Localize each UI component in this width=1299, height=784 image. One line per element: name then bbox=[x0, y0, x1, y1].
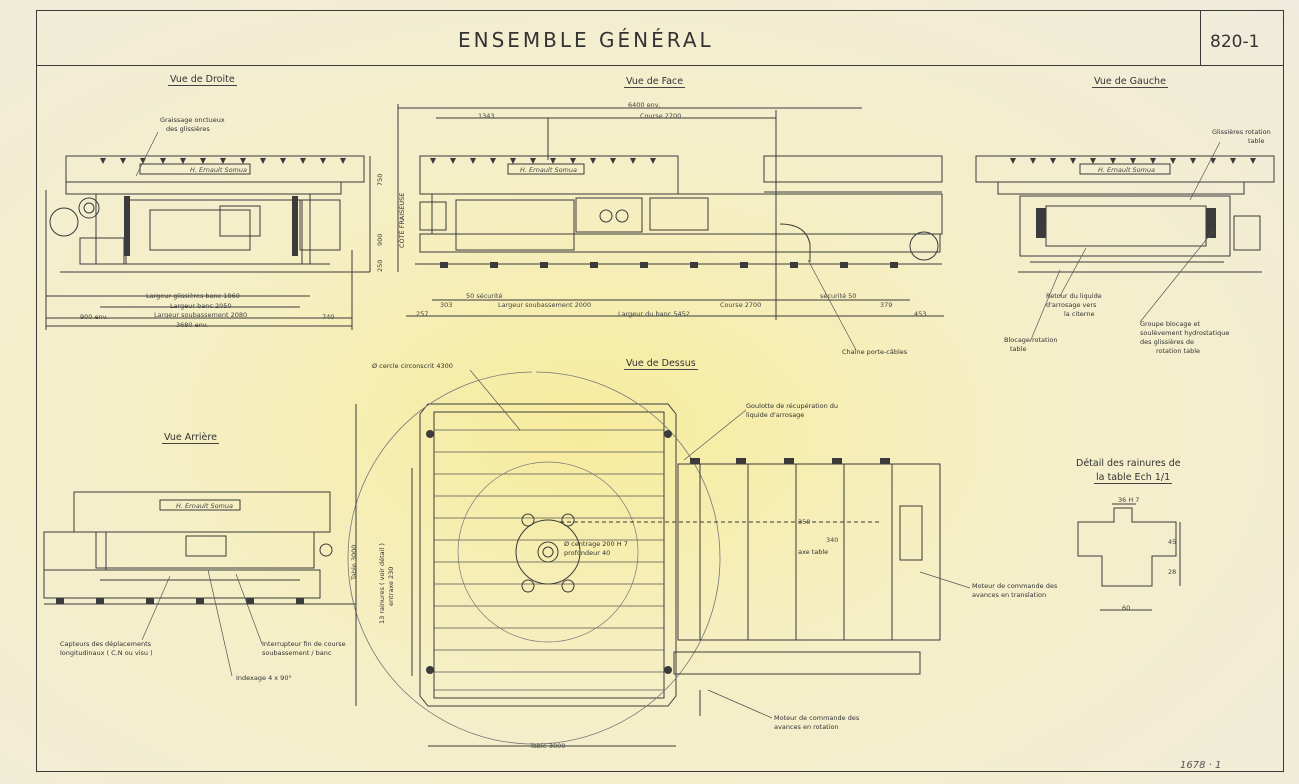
dim-3680: 3680 env. bbox=[176, 321, 209, 329]
title-bar bbox=[36, 10, 1284, 66]
dim-303: 303 bbox=[440, 301, 453, 309]
dim-largeur-soubassement-front: Largeur soubassement 2000 bbox=[498, 301, 592, 309]
note-interrupteur-line-1: Interrupteur fin de course bbox=[262, 640, 346, 648]
view-title-detail-2: la table Ech 1/1 bbox=[1094, 472, 1173, 484]
note-centrage: Ø centrage 200 H 7 profondeur 40 bbox=[564, 540, 628, 558]
dim-900-h: 900 bbox=[376, 233, 384, 246]
dim-largeur-banc: Largeur banc 2050 bbox=[170, 302, 232, 310]
note-graissage: Graissage onctueux des glissières bbox=[160, 116, 225, 134]
dim-740: 740 bbox=[322, 313, 335, 321]
note-capteurs: Capteurs des déplacements longitudinaux … bbox=[60, 640, 153, 658]
dim-course-top: Course 2700 bbox=[640, 112, 682, 120]
note-groupe-line-2: soulèvement hydrostatique bbox=[1140, 329, 1230, 337]
note-rainures: 13 rainures ( voir détail ) entraxe 230 bbox=[378, 543, 396, 624]
nameplate-left: H. Ernault Somua bbox=[1098, 166, 1155, 174]
note-groupe-line-1: Groupe blocage et bbox=[1140, 320, 1201, 328]
note-moteur-rotation-line-2: avances en rotation bbox=[774, 723, 839, 731]
note-rainures-line-1: 13 rainures ( voir détail ) bbox=[378, 543, 386, 624]
note-moteur-rotation: Moteur de commande des avances en rotati… bbox=[774, 714, 859, 732]
dim-900: 900 env. bbox=[80, 313, 108, 321]
note-retour-line-3: la citerne bbox=[1064, 310, 1095, 318]
note-glissieres-line-2: table bbox=[1248, 137, 1265, 145]
note-retour-line-2: d'arrosage vers bbox=[1046, 301, 1097, 309]
dim-6400: 6400 env. bbox=[628, 101, 661, 109]
dim-36h7: 36 H 7 bbox=[1118, 496, 1140, 504]
note-moteur-translation: Moteur de commande des avances en transl… bbox=[972, 582, 1057, 600]
dim-250: 250 bbox=[376, 259, 384, 272]
view-title-left: Vue de Gauche bbox=[1092, 76, 1168, 88]
dim-379: 379 bbox=[880, 301, 893, 309]
note-blocage-line-1: Blocage rotation bbox=[1004, 336, 1058, 344]
view-title-front: Vue de Face bbox=[624, 76, 686, 88]
dim-largeur-soubassement-right: Largeur soubassement 2080 bbox=[154, 311, 248, 319]
note-indexage: Indexage 4 x 90° bbox=[236, 674, 292, 682]
note-moteur-translation-line-2: avances en translation bbox=[972, 591, 1047, 599]
dim-table-3000-h: Table 3000 bbox=[530, 742, 566, 750]
dim-course-bottom: Course 2700 bbox=[720, 301, 762, 309]
sheet-number: 820-1 bbox=[1210, 32, 1260, 52]
note-blocage: Blocage rotation table bbox=[1004, 336, 1057, 354]
note-moteur-translation-line-1: Moteur de commande des bbox=[972, 582, 1058, 590]
dim-securite-right: sécurité 50 bbox=[820, 292, 857, 300]
note-blocage-line-2: table bbox=[1010, 345, 1027, 353]
nameplate-rear: H. Ernault Somua bbox=[176, 502, 233, 510]
dim-largeur-glissieres: Largeur glissières banc 1860 bbox=[146, 292, 240, 300]
note-goulotte-line-2: liquide d'arrosage bbox=[746, 411, 805, 419]
dim-securite-left: 50 sécurité bbox=[466, 292, 503, 300]
dim-350: 350 bbox=[798, 518, 811, 526]
note-groupe-line-3: des glissières de bbox=[1140, 338, 1194, 346]
note-chaine: Chaîne porte-câbles bbox=[842, 348, 908, 356]
dim-28: 28 bbox=[1168, 568, 1177, 576]
note-interrupteur: Interrupteur fin de course soubassement … bbox=[262, 640, 346, 658]
note-centrage-line-1: Ø centrage 200 H 7 bbox=[564, 540, 628, 548]
note-cercle: Ø cercle circonscrit 4300 bbox=[372, 362, 453, 370]
dim-60: 60 bbox=[1122, 604, 1131, 612]
front-view-drawing bbox=[397, 104, 944, 320]
dim-453: 453 bbox=[914, 310, 927, 318]
note-graissage-line-1: Graissage onctueux bbox=[160, 116, 225, 124]
dim-257: 257 bbox=[416, 310, 429, 318]
note-moteur-rotation-line-1: Moteur de commande des bbox=[774, 714, 860, 722]
dim-table-3000-v: Table 3000 bbox=[350, 544, 358, 580]
footer-reference: 1678 · 1 bbox=[1180, 760, 1222, 771]
note-groupe-line-4: rotation table bbox=[1156, 347, 1201, 355]
dim-45: 45 bbox=[1168, 538, 1177, 546]
note-interrupteur-line-2: soubassement / banc bbox=[262, 649, 332, 657]
right-view-drawing bbox=[45, 155, 371, 330]
note-goulotte: Goulotte de récupération du liquide d'ar… bbox=[746, 402, 838, 420]
dim-1343: 1343 bbox=[478, 112, 495, 120]
note-goulotte-line-1: Goulotte de récupération du bbox=[746, 402, 839, 410]
view-title-top: Vue de Dessus bbox=[624, 358, 698, 370]
dim-largeur-banc-front: Largeur du banc 5452 bbox=[618, 310, 690, 318]
drawing-frame bbox=[36, 10, 1284, 772]
note-rainures-line-2: entraxe 230 bbox=[387, 566, 395, 606]
note-capteurs-line-2: longitudinaux ( C.N ou visu ) bbox=[60, 649, 153, 657]
view-title-rear: Vue Arrière bbox=[162, 432, 219, 444]
note-cote-fraiseuse: CÔTÉ FRAISEUSE bbox=[398, 192, 406, 248]
dim-340: 340 bbox=[826, 536, 839, 544]
sheet-number-box bbox=[1200, 10, 1284, 66]
view-title-detail-1: Détail des rainures de bbox=[1076, 458, 1181, 469]
note-retour: Retour du liquide d'arrosage vers la cit… bbox=[1046, 292, 1102, 319]
note-centrage-line-2: profondeur 40 bbox=[564, 549, 611, 557]
note-capteurs-line-1: Capteurs des déplacements bbox=[60, 640, 152, 648]
note-glissieres: Glissières rotation table bbox=[1212, 128, 1271, 146]
note-graissage-line-2: des glissières bbox=[166, 125, 210, 133]
note-axe-table: axe table bbox=[798, 548, 829, 556]
nameplate-right: H. Ernault Somua bbox=[190, 166, 247, 174]
nameplate-front: H. Ernault Somua bbox=[520, 166, 577, 174]
dim-750: 750 bbox=[376, 173, 384, 186]
drawing-title: ENSEMBLE GÉNÉRAL bbox=[458, 28, 714, 52]
note-retour-line-1: Retour du liquide bbox=[1046, 292, 1102, 300]
note-groupe: Groupe blocage et soulèvement hydrostati… bbox=[1140, 320, 1229, 356]
slot-detail-drawing bbox=[1077, 503, 1181, 611]
view-title-right: Vue de Droite bbox=[168, 74, 237, 86]
note-glissieres-line-1: Glissières rotation bbox=[1212, 128, 1271, 136]
